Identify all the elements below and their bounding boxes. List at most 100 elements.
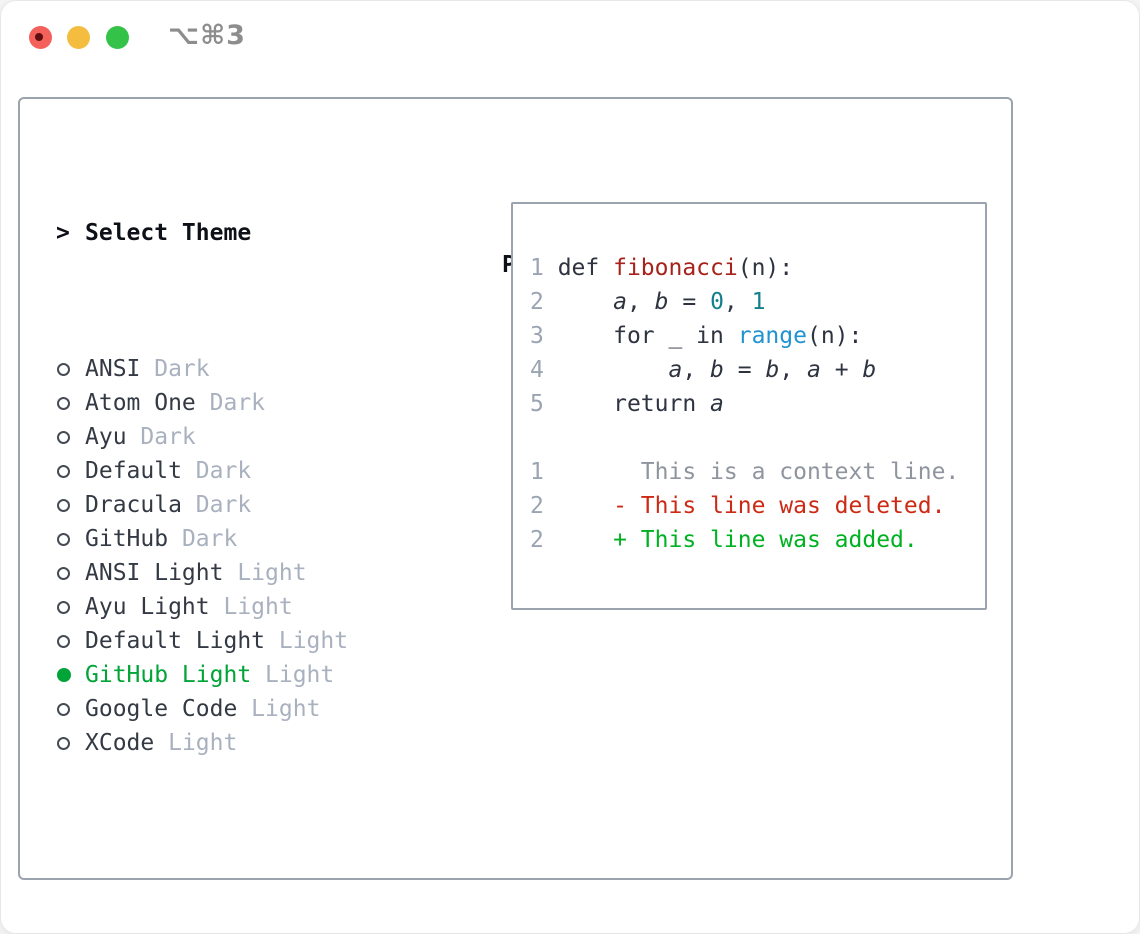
code-token: This is a context line. <box>557 459 960 485</box>
line-number: 2 <box>530 289 558 315</box>
radio-dot <box>57 702 70 716</box>
radio-dot <box>57 430 70 444</box>
code-line: 1 def fibonacci(n): <box>530 251 959 285</box>
variant-label: Dark <box>181 458 252 484</box>
radio-dot <box>57 362 70 376</box>
theme-item[interactable]: Ayu Light Light <box>56 590 502 624</box>
option-label: Ayu <box>85 424 127 450</box>
code-token: return <box>557 391 711 417</box>
line-number: 5 <box>530 391 558 417</box>
option-label: ANSI <box>85 356 141 382</box>
spacer <box>56 862 502 896</box>
variant-label: Dark <box>195 390 266 416</box>
code-token: 1 <box>751 289 766 315</box>
radio-icon <box>56 362 85 376</box>
radio-dot <box>57 566 70 580</box>
line-number: 2 <box>530 493 558 519</box>
code-token: a <box>613 289 627 315</box>
code-token: - This line was deleted. <box>557 493 946 519</box>
code-token <box>558 357 669 383</box>
minimize-button[interactable] <box>67 26 90 49</box>
line-number: 4 <box>530 357 558 383</box>
code-token: + This line was added. <box>557 527 918 553</box>
radio-icon <box>56 532 85 546</box>
code-token: = <box>723 357 766 383</box>
code-token: , <box>626 289 655 315</box>
code-token: def <box>557 255 614 281</box>
code-token: a <box>710 391 724 417</box>
option-label: Ayu Light <box>85 594 210 620</box>
close-button[interactable] <box>29 26 52 49</box>
radio-dot <box>57 668 71 682</box>
theme-item[interactable]: ANSI Dark <box>56 352 502 386</box>
zoom-button[interactable] <box>106 26 129 49</box>
close-dot-icon <box>35 33 43 41</box>
code-token: a <box>668 357 683 383</box>
cursor-icon: > <box>56 220 70 246</box>
variant-label: Dark <box>140 356 210 382</box>
code-token: , <box>723 289 752 315</box>
theme-item[interactable]: GitHub Light Light <box>56 658 502 692</box>
radio-icon <box>56 566 85 580</box>
code-token <box>558 289 613 315</box>
theme-item[interactable]: Default Dark <box>56 454 502 488</box>
line-number: 1 <box>530 255 558 281</box>
variant-label: Dark <box>168 526 238 552</box>
option-label: ANSI Light <box>85 560 224 586</box>
radio-dot <box>57 396 70 410</box>
radio-icon <box>56 498 85 512</box>
code-token: = <box>668 289 711 315</box>
option-label: Dracula <box>85 492 182 518</box>
variant-label: Light <box>237 696 321 722</box>
theme-picker-title: Select Theme <box>85 220 252 246</box>
theme-picker-header: > Select Theme <box>56 216 502 250</box>
radio-dot <box>57 532 70 546</box>
diff-line: 2 + This line was added. <box>530 523 959 557</box>
variant-label: Light <box>251 662 335 688</box>
radio-dot <box>57 600 70 614</box>
option-label: GitHub Light <box>85 662 252 688</box>
radio-dot <box>57 736 70 750</box>
code-token: b <box>654 289 669 315</box>
variant-label: Light <box>223 560 307 586</box>
code-token: + <box>820 357 863 383</box>
option-label: XCode <box>85 730 155 756</box>
option-label: Default <box>85 458 182 484</box>
theme-item[interactable]: Dracula Dark <box>56 488 502 522</box>
line-number: 1 <box>530 459 558 485</box>
code-token: b <box>862 357 877 383</box>
code-token: (n): <box>737 255 794 281</box>
line-number: 2 <box>530 527 558 553</box>
code-token: fibonacci <box>613 255 738 281</box>
radio-icon <box>56 396 85 410</box>
code-token: , <box>682 357 711 383</box>
radio-dot <box>57 464 70 478</box>
code-token: b <box>765 357 780 383</box>
radio-icon <box>56 702 85 716</box>
theme-item[interactable]: Ayu Dark <box>56 420 502 454</box>
theme-item[interactable]: Default Light Light <box>56 624 502 658</box>
code-token: b <box>710 357 724 383</box>
radio-icon <box>56 430 85 444</box>
theme-item[interactable]: GitHub Dark <box>56 522 502 556</box>
theme-item[interactable]: XCode Light <box>56 726 502 760</box>
code-line: 4 a, b = b, a + b <box>530 353 959 387</box>
radio-icon <box>56 600 85 614</box>
code-token: range <box>737 323 807 349</box>
theme-item[interactable]: Google Code Light <box>56 692 502 726</box>
variant-label: Light <box>265 628 349 654</box>
line-number: 3 <box>530 323 558 349</box>
radio-selected-icon <box>56 668 85 682</box>
theme-item[interactable]: ANSI Light Light <box>56 556 502 590</box>
theme-item[interactable]: Atom One Dark <box>56 386 502 420</box>
radio-dot <box>57 634 70 648</box>
radio-icon <box>56 634 85 648</box>
window-title: ⌥⌘3 <box>168 20 246 51</box>
code-token: for _ in <box>557 323 738 349</box>
code-token: , <box>779 357 808 383</box>
code-token: a <box>807 357 821 383</box>
